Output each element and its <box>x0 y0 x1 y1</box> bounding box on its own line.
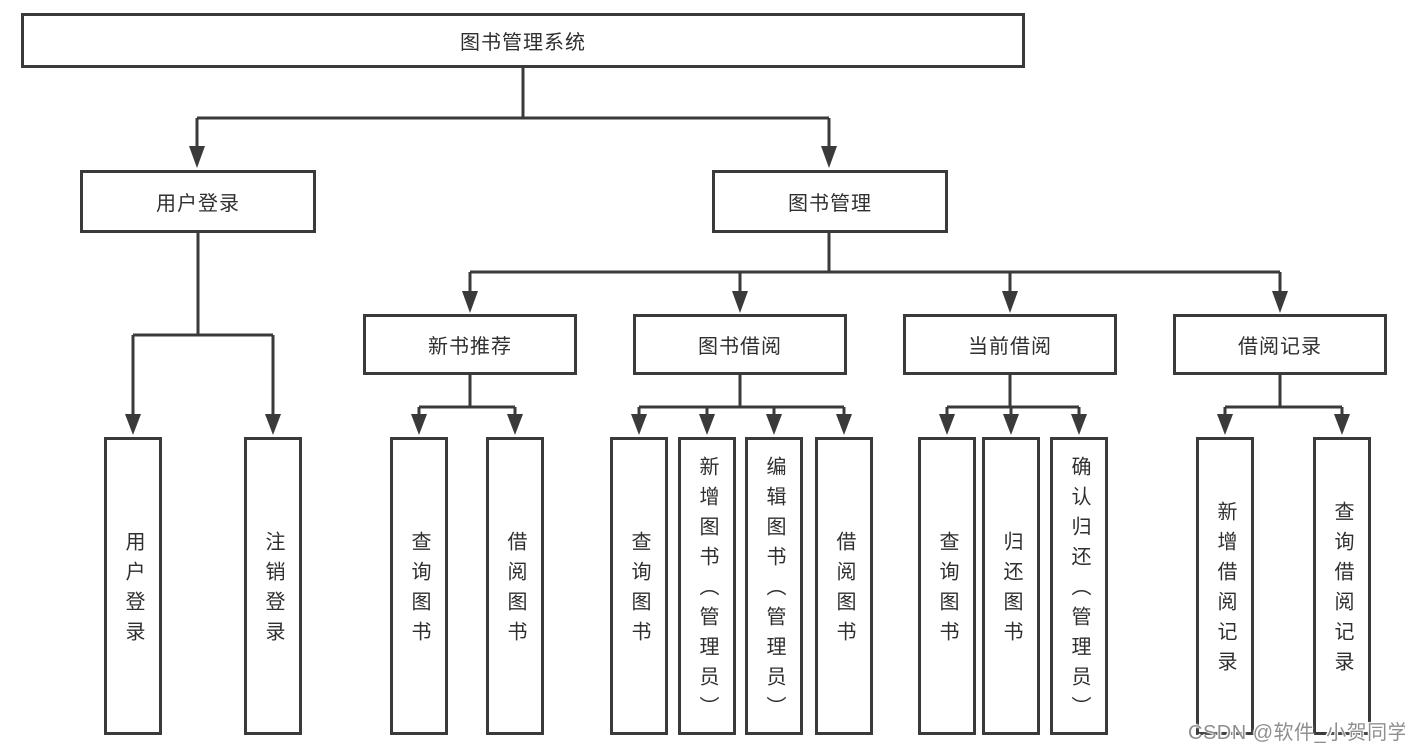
node-borrow-record: 借阅记录 <box>1173 314 1387 375</box>
node-leaf-edit-book-admin: 编辑图书（管理员） <box>745 437 803 735</box>
node-book-management: 图书管理 <box>712 170 948 233</box>
arrowheads <box>125 146 1350 435</box>
node-leaf-query-book-current: 查询图书 <box>918 437 976 735</box>
csdn-watermark: CSDN @软件_小贺同学 <box>1188 722 1405 744</box>
node-leaf-query-book-recommend: 查询图书 <box>390 437 448 735</box>
node-leaf-query-borrow-record: 查询借阅记录 <box>1313 437 1371 735</box>
node-leaf-return-book: 归还图书 <box>982 437 1040 735</box>
node-leaf-user-login: 用户登录 <box>104 437 162 735</box>
node-leaf-borrow-book: 借阅图书 <box>815 437 873 735</box>
node-leaf-borrow-book-recommend: 借阅图书 <box>486 437 544 735</box>
node-user-login: 用户登录 <box>80 170 316 233</box>
node-leaf-add-book-admin: 新增图书（管理员） <box>678 437 736 735</box>
node-book-borrow: 图书借阅 <box>633 314 847 375</box>
node-leaf-add-borrow-record: 新增借阅记录 <box>1196 437 1254 735</box>
node-leaf-confirm-return-admin: 确认归还（管理员） <box>1050 437 1108 735</box>
node-leaf-logout: 注销登录 <box>244 437 302 735</box>
node-leaf-query-book-borrow: 查询图书 <box>610 437 668 735</box>
node-new-book-recommend: 新书推荐 <box>363 314 577 375</box>
node-current-borrow: 当前借阅 <box>903 314 1117 375</box>
node-root: 图书管理系统 <box>21 13 1025 68</box>
